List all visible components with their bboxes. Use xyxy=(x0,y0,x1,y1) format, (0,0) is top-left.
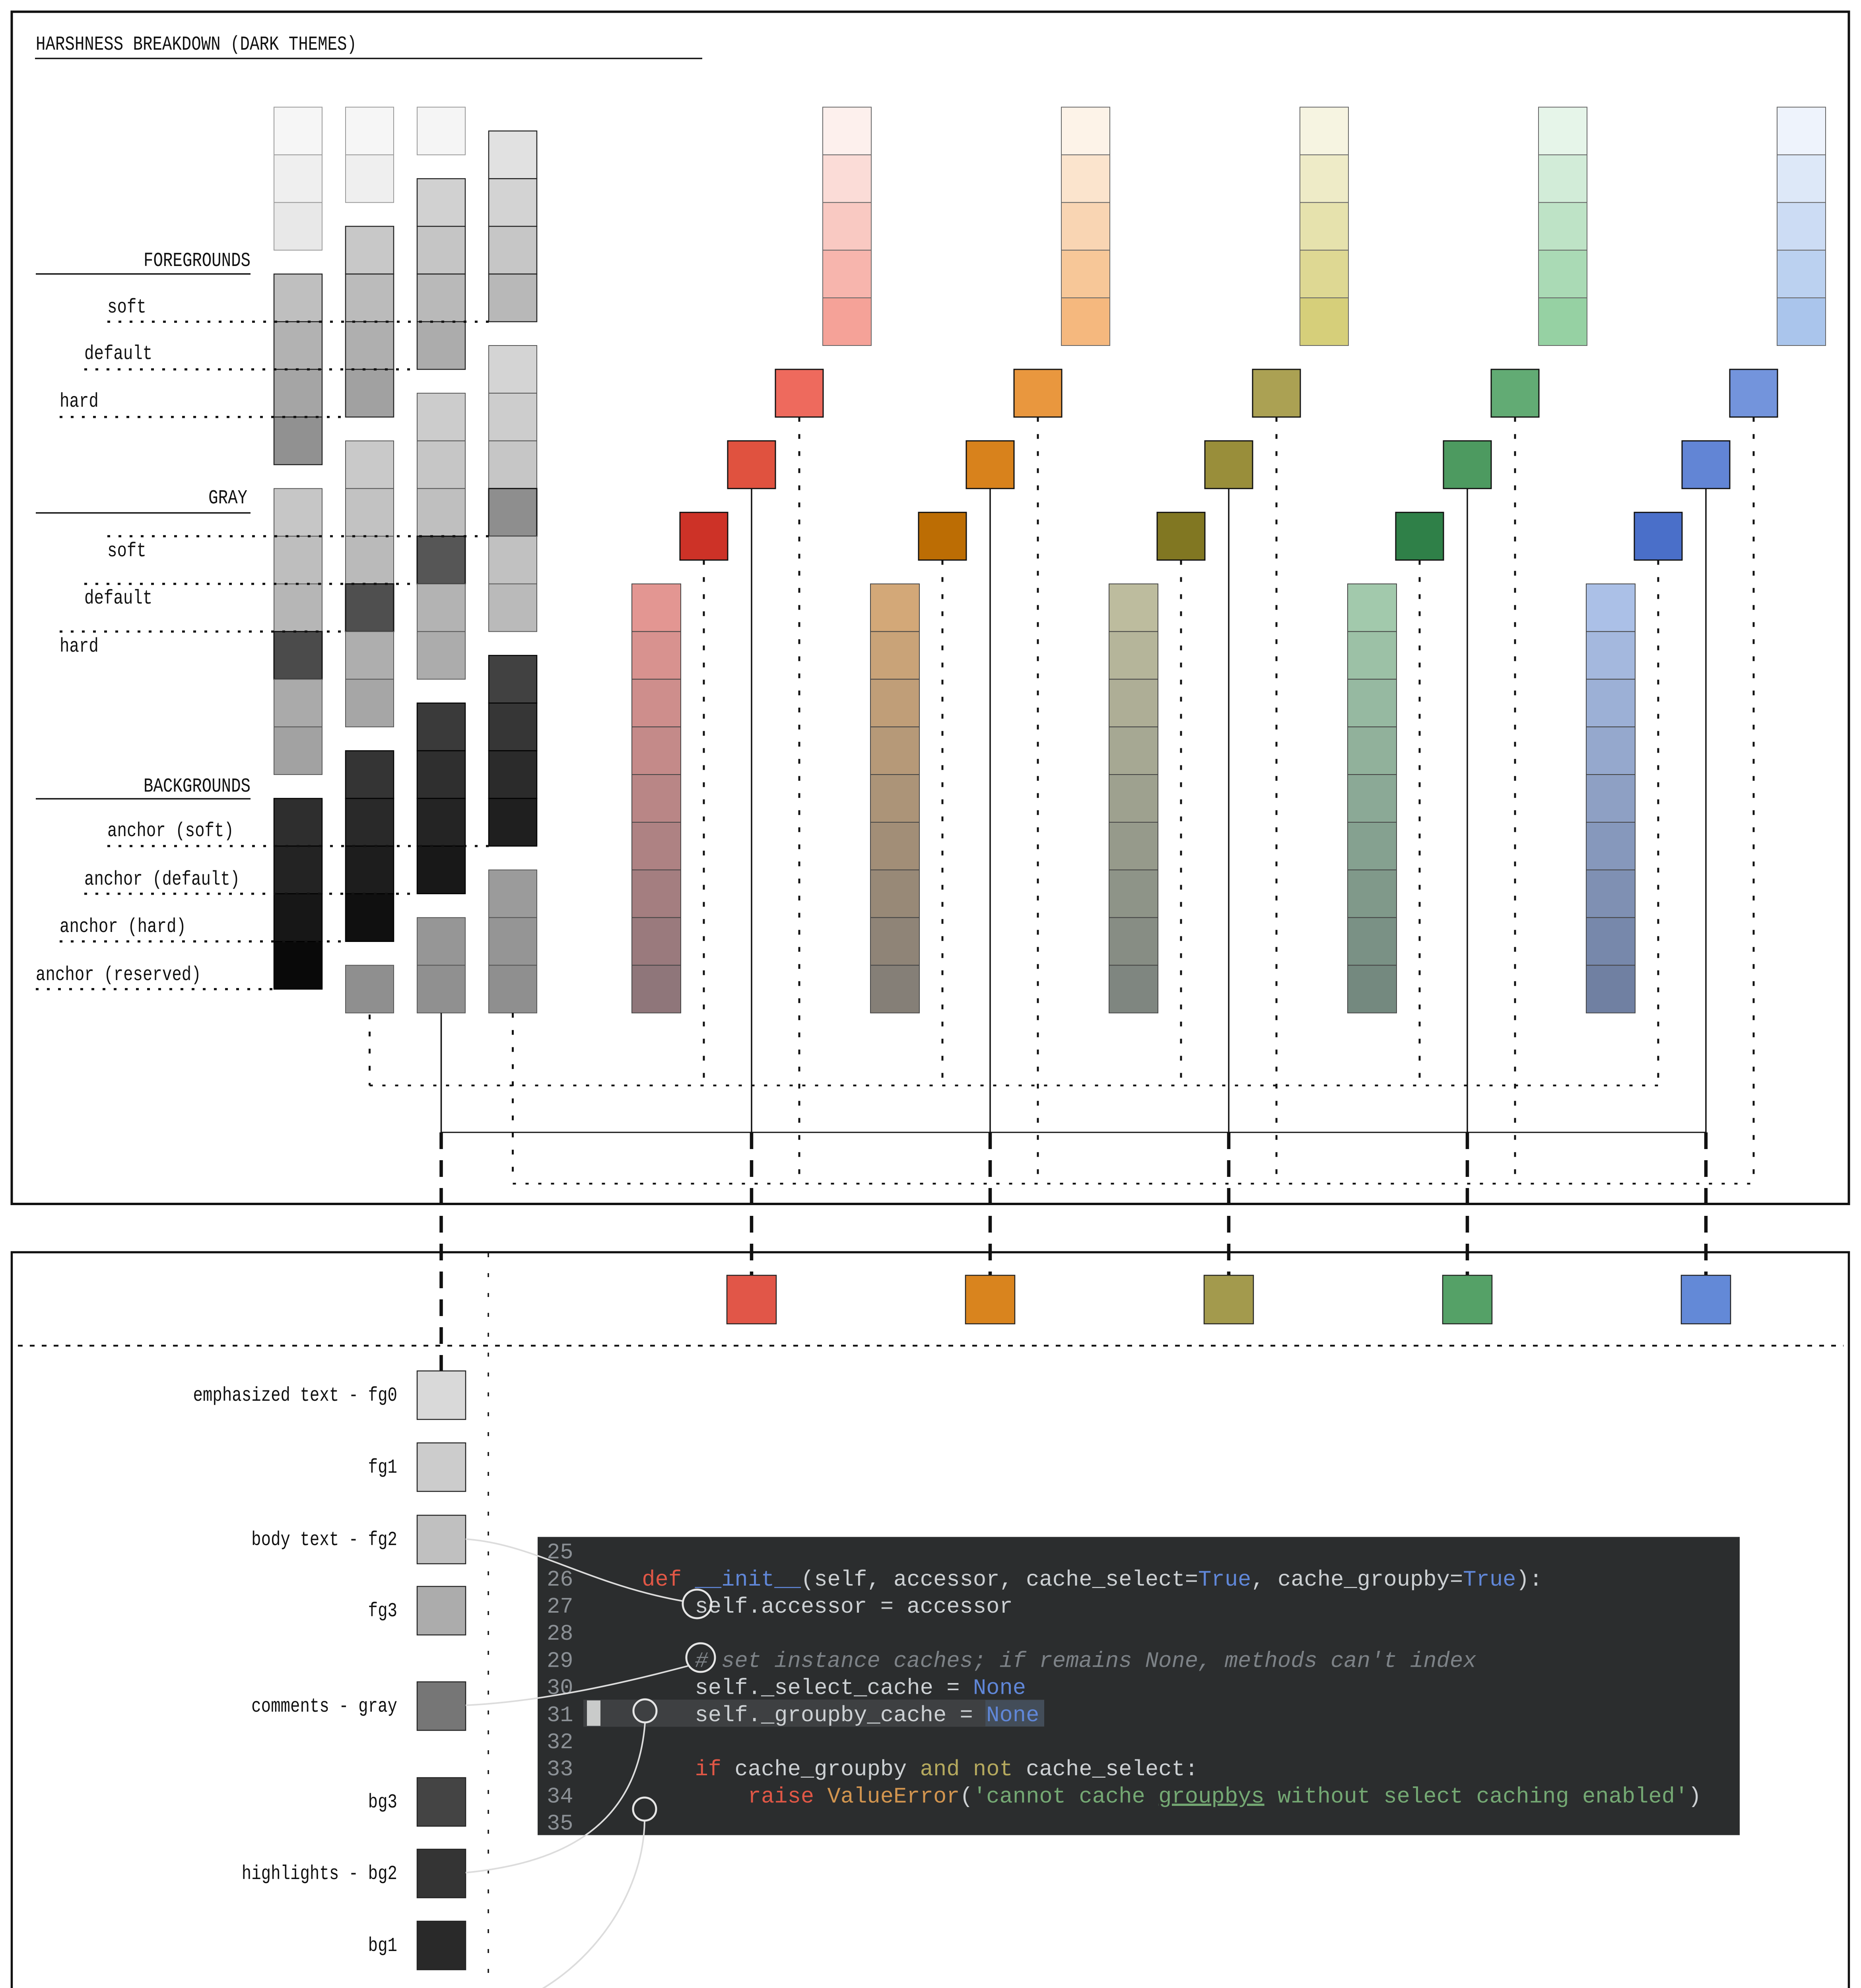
svg-text:raise ValueError('cannot cache: raise ValueError('cannot cache groupbys … xyxy=(589,1784,1702,1809)
svg-text:self.accessor = accessor: self.accessor = accessor xyxy=(589,1594,1013,1619)
svg-text:34: 34 xyxy=(547,1784,573,1809)
svg-text:anchor (default): anchor (default) xyxy=(84,868,240,891)
svg-text:def __init__(self, accessor, c: def __init__(self, accessor, cache_selec… xyxy=(589,1567,1542,1592)
svg-text:33: 33 xyxy=(547,1757,573,1782)
svg-text:hard: hard xyxy=(60,635,99,658)
svg-text:comments - gray: comments - gray xyxy=(251,1695,397,1718)
svg-text:HARSHNESS BREAKDOWN (DARK THEM: HARSHNESS BREAKDOWN (DARK THEMES) xyxy=(36,33,357,56)
svg-text:GRAY: GRAY xyxy=(208,487,247,509)
svg-text:FOREGROUNDS: FOREGROUNDS xyxy=(144,249,251,272)
svg-text:anchor (reserved): anchor (reserved) xyxy=(36,963,201,986)
svg-text:29: 29 xyxy=(547,1648,573,1673)
svg-text:default: default xyxy=(84,587,152,610)
svg-text:if cache_groupby and not cache: if cache_groupby and not cache_select: xyxy=(589,1757,1198,1782)
svg-text:31: 31 xyxy=(547,1703,573,1728)
svg-text:fg1: fg1 xyxy=(368,1456,397,1479)
svg-text:35: 35 xyxy=(547,1811,573,1837)
svg-text:emphasized text - fg0: emphasized text - fg0 xyxy=(193,1384,397,1407)
svg-text:anchor (hard): anchor (hard) xyxy=(60,915,186,938)
svg-text:hard: hard xyxy=(60,390,99,413)
svg-text:27: 27 xyxy=(547,1594,573,1619)
svg-text:25: 25 xyxy=(547,1540,573,1565)
svg-text:soft: soft xyxy=(107,540,146,562)
svg-text:32: 32 xyxy=(547,1730,573,1755)
svg-text:30: 30 xyxy=(547,1676,573,1701)
svg-text:fg3: fg3 xyxy=(368,1600,397,1622)
svg-text:# set instance caches; if rema: # set instance caches; if remains None, … xyxy=(589,1648,1476,1673)
svg-text:body text - fg2: body text - fg2 xyxy=(251,1528,397,1551)
svg-text:bg3: bg3 xyxy=(368,1791,397,1813)
svg-text:26: 26 xyxy=(547,1567,573,1592)
svg-text:soft: soft xyxy=(107,296,146,318)
svg-text:default: default xyxy=(84,342,152,365)
svg-text:self._select_cache = None: self._select_cache = None xyxy=(589,1676,1026,1701)
svg-text:28: 28 xyxy=(547,1621,573,1646)
svg-text:bg1: bg1 xyxy=(368,1934,397,1957)
svg-text:highlights - bg2: highlights - bg2 xyxy=(242,1862,397,1885)
svg-text:anchor (soft): anchor (soft) xyxy=(107,819,234,842)
svg-text:BACKGROUNDS: BACKGROUNDS xyxy=(144,775,251,798)
